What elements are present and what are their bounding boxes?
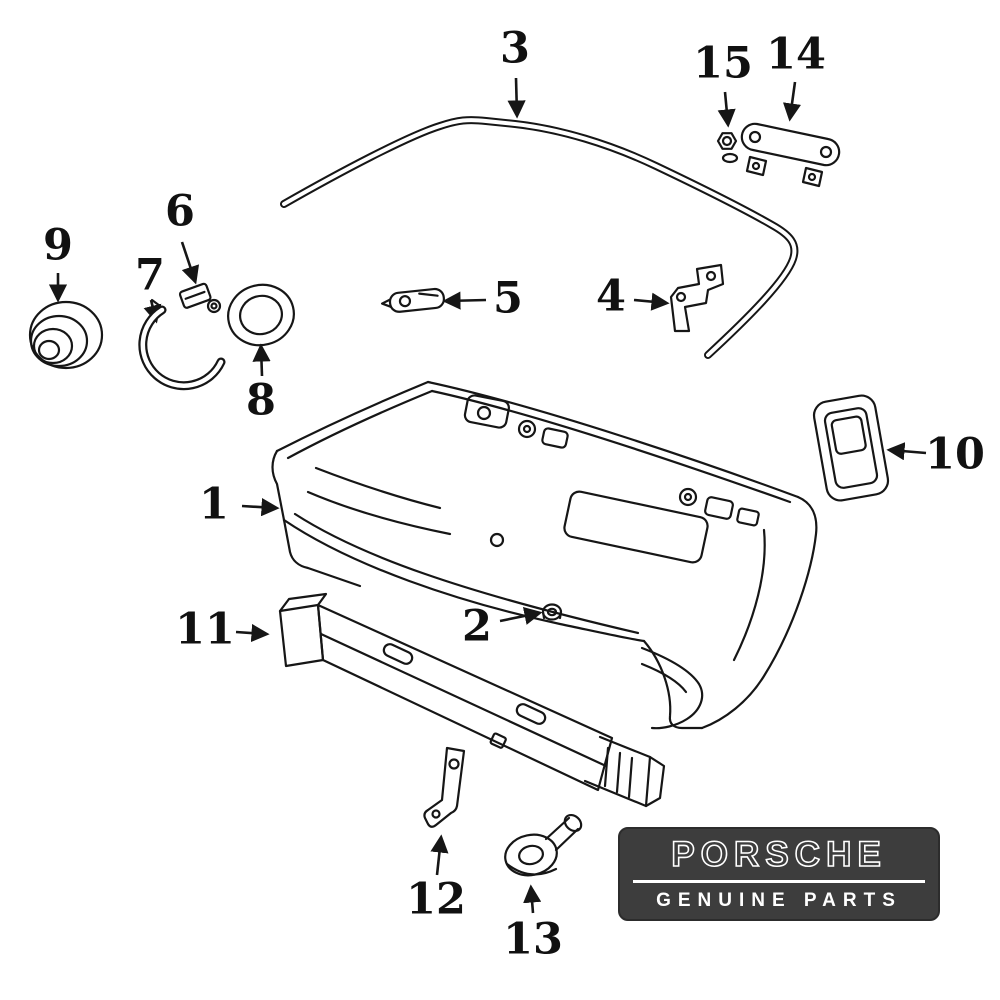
leader-arrow-1 (241, 498, 280, 517)
porsche-genuine-parts-badge: PORSCHE GENUINE PARTS (618, 827, 940, 921)
part-15-nut (716, 132, 739, 164)
leader-arrow-14 (782, 81, 802, 122)
leader-arrow-15 (717, 91, 736, 128)
part-10-bracket (812, 394, 890, 502)
part-12-bracket (423, 746, 466, 828)
callout-label-8: 8 (246, 375, 276, 426)
callout-label-14: 14 (766, 29, 826, 80)
part-5-clip (380, 287, 445, 313)
badge-divider (633, 880, 925, 883)
part-11-impact-bar (278, 592, 666, 808)
callout-label-3: 3 (500, 23, 530, 74)
leader-arrow-4 (633, 292, 670, 311)
callout-label-4: 4 (596, 271, 626, 322)
callout-label-11: 11 (175, 604, 235, 655)
leader-arrow-11 (235, 623, 270, 643)
part-13-mount (504, 813, 583, 877)
callout-label-5: 5 (493, 273, 523, 324)
part-2-nut (541, 603, 563, 621)
callout-label-1: 1 (199, 479, 229, 530)
callout-label-12: 12 (406, 874, 466, 925)
leader-arrow-12 (430, 834, 449, 876)
leader-arrow-5 (442, 291, 487, 310)
badge-brand-text: PORSCHE (671, 835, 887, 874)
callout-label-9: 9 (43, 220, 73, 271)
part-3-trim-strip (280, 116, 799, 359)
callout-label-7: 7 (135, 250, 165, 301)
callout-label-10: 10 (925, 429, 985, 480)
leader-arrow-10 (886, 442, 927, 461)
leader-arrow-13 (523, 884, 542, 914)
part-1-bumper-cover (271, 380, 818, 730)
callout-label-6: 6 (165, 186, 195, 237)
callout-label-2: 2 (462, 601, 492, 652)
leader-arrows (48, 77, 927, 914)
leader-arrow-3 (507, 77, 526, 119)
leader-arrow-2 (499, 607, 543, 625)
part-14-bracket (740, 122, 841, 188)
callout-label-13: 13 (503, 914, 563, 965)
leader-arrow-8 (252, 343, 271, 377)
part-8-seal-ring (227, 283, 295, 347)
badge-brand-wordmark: PORSCHE (670, 834, 887, 875)
part-6-7-guide-clamp (138, 282, 226, 391)
part-4-bracket (669, 263, 725, 333)
badge-subtitle-text: GENUINE PARTS (656, 890, 902, 911)
callout-label-15: 15 (693, 38, 753, 89)
part-9-grommet (28, 300, 104, 370)
leader-arrow-6 (180, 241, 200, 285)
